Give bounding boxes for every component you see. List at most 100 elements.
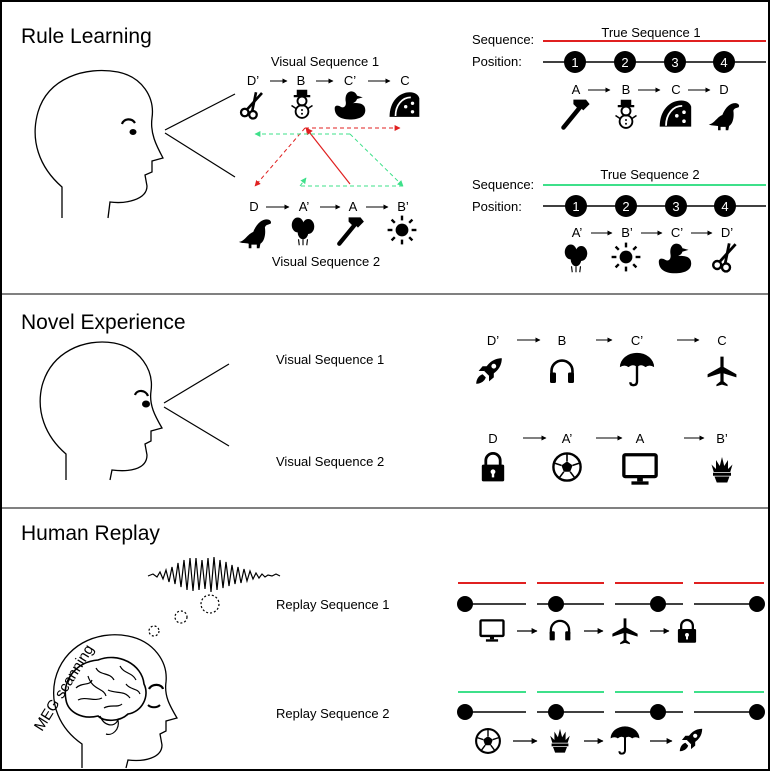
sun-icon <box>610 241 642 273</box>
sight-line-2b <box>163 406 230 447</box>
replay1-dot-3 <box>650 596 666 612</box>
true-sequence-2: Sequence: Position: True Sequence 2 1 2 … <box>472 167 766 274</box>
head-outline-3 <box>53 634 178 769</box>
green-arrow-head <box>299 177 307 187</box>
snowman-icon <box>614 98 638 129</box>
position-dot-2 <box>615 195 637 217</box>
sequence-label-1: Sequence: <box>472 32 534 47</box>
position-dot-4 <box>714 195 736 217</box>
position-num-4: 4 <box>720 55 727 70</box>
headphones-icon <box>548 359 576 385</box>
head-outline-1 <box>34 69 164 219</box>
position-dot-2 <box>614 51 636 73</box>
seq1-letter-3: C’ <box>344 73 356 88</box>
taco-icon <box>388 91 421 118</box>
sight-line-1a <box>164 93 236 131</box>
scissors-icon <box>239 90 264 120</box>
mapping-arrows <box>254 125 404 187</box>
seq2-letter-4: B’ <box>397 199 409 214</box>
novel-seq1-letter-4: C <box>717 333 726 348</box>
panel-human-replay: Human Replay MEG scanning Replay Sequenc… <box>21 522 765 769</box>
lock-icon <box>676 618 698 644</box>
true-seq2-letter-3: C’ <box>671 225 683 240</box>
novel-visual-seq1-label: Visual Sequence 1 <box>276 352 384 367</box>
seq2-letter-2: A’ <box>299 199 310 214</box>
green-dashed-arrow-down <box>349 133 404 187</box>
replay2-dot-1 <box>457 704 473 720</box>
position-num-2: 2 <box>621 55 628 70</box>
visual-seq2-letters: D A’ A B’ <box>249 199 409 214</box>
monitor-icon <box>622 452 658 487</box>
position-num-3: 3 <box>672 199 679 214</box>
airplane-icon <box>707 356 737 387</box>
position-dot-3 <box>664 51 686 73</box>
panel-novel-experience: Novel Experience Visual Sequence 1 Visua… <box>21 311 737 487</box>
true-seq1-letter-3: C <box>671 82 680 97</box>
visual-seq2-label: Visual Sequence 2 <box>272 254 380 269</box>
position-label-1: Position: <box>472 54 522 69</box>
replay2-dot-2 <box>548 704 564 720</box>
hammer-icon <box>339 217 364 243</box>
position-num-1: 1 <box>572 199 579 214</box>
red-dashed-arrow-down <box>254 127 306 187</box>
novel-seq1-letter-1: D’ <box>487 333 499 348</box>
true-sequence-1: Sequence: Position: True Sequence 1 1 2 … <box>472 25 766 131</box>
position-dot-4 <box>713 51 735 73</box>
sight-line-1b <box>164 132 236 178</box>
umbrella-icon <box>618 351 656 387</box>
lock-icon <box>480 451 506 483</box>
visual-seq1-label: Visual Sequence 1 <box>271 54 379 69</box>
eyebrow-3 <box>148 683 165 690</box>
position-num-3: 3 <box>671 55 678 70</box>
closed-eye <box>147 704 161 709</box>
soccer-ball-icon <box>552 452 582 482</box>
snowman-icon <box>290 88 314 119</box>
novel-seq2-letter-2: A’ <box>562 431 573 446</box>
novel-seq1-letter-3: C’ <box>631 333 643 348</box>
replay-seq1-label: Replay Sequence 1 <box>276 597 389 612</box>
rocket-icon <box>679 728 703 752</box>
position-dots-2: 1 2 3 4 <box>565 195 736 217</box>
true-seq1-title: True Sequence 1 <box>601 25 700 40</box>
novel-seq2: D A’ A B’ <box>480 431 733 487</box>
panel-rule-learning: Rule Learning Visual Sequence 1 D’ B C’ … <box>21 25 766 274</box>
seq1-letter-4: C <box>400 73 409 88</box>
novel-experience-title: Novel Experience <box>21 311 186 334</box>
head-outline-2 <box>39 341 163 481</box>
umbrella-icon <box>609 725 641 755</box>
sequence-label-2: Sequence: <box>472 177 534 192</box>
replay1-dot-4 <box>749 596 765 612</box>
replay1-dot-1 <box>457 596 473 612</box>
taco-icon <box>658 99 693 128</box>
brain-icon <box>64 656 147 735</box>
replay-sequence-1 <box>457 582 765 645</box>
rocket-icon <box>476 358 502 384</box>
eyebrow-2 <box>133 389 150 397</box>
sight-line-2a <box>163 363 230 404</box>
replay1-dot-2 <box>548 596 564 612</box>
position-dot-1 <box>565 195 587 217</box>
seq1-letter-2: B <box>297 73 306 88</box>
position-dot-3 <box>665 195 687 217</box>
position-num-1: 1 <box>571 55 578 70</box>
eye-2 <box>142 400 150 408</box>
novel-visual-seq2-label: Visual Sequence 2 <box>276 454 384 469</box>
monitor-icon <box>479 619 505 643</box>
human-replay-title: Human Replay <box>21 522 160 545</box>
true-seq1-letter-1: A <box>572 82 581 97</box>
position-dots-1: 1 2 3 4 <box>564 51 735 73</box>
thought-bubble-medium <box>174 610 188 624</box>
scissors-icon <box>711 241 737 273</box>
true-seq2-letter-1: A’ <box>572 225 583 240</box>
soccer-ball-icon <box>475 728 501 754</box>
balloons-icon <box>291 216 315 246</box>
novel-seq2-letter-3: A <box>636 431 645 446</box>
novel-seq2-letter-1: D <box>488 431 497 446</box>
potted-plant-icon <box>711 457 733 483</box>
true-seq2-title: True Sequence 2 <box>600 167 699 182</box>
thought-bubble-large <box>200 594 220 614</box>
replay2-dot-4 <box>749 704 765 720</box>
headphones-icon <box>548 619 572 642</box>
duck-icon <box>658 243 692 274</box>
